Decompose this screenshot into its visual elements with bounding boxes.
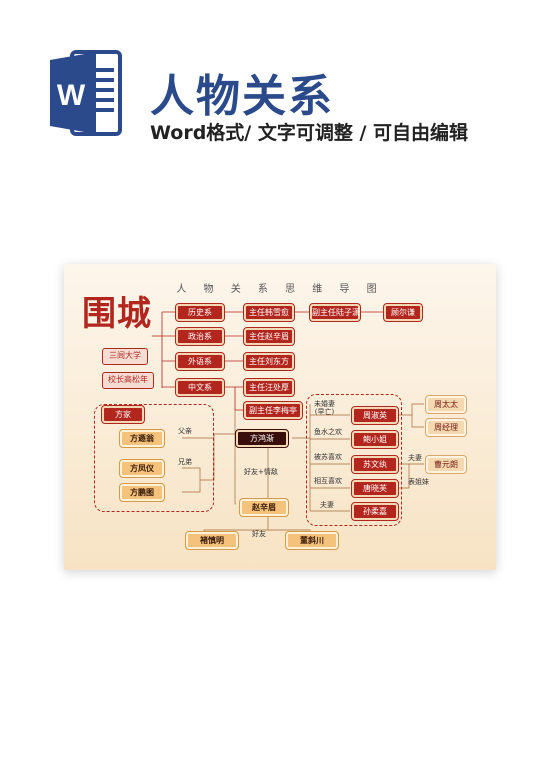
family-label: 方家 <box>101 405 145 424</box>
brush-title: 围城 <box>82 294 152 334</box>
relations-group <box>306 394 402 526</box>
woman-su: 苏文纨 <box>351 455 399 474</box>
dept-politics: 政治系 <box>175 327 225 346</box>
inlaw-zhou-manager: 周经理 <box>425 418 467 437</box>
school-node: 三闾大学 <box>102 348 148 365</box>
page-subtitle: Word格式/ 文字可调整 / 可自由编辑 <box>150 122 469 144</box>
center-link-label: 好友+情敌 <box>244 468 278 476</box>
head-wang: 主任汪处厚 <box>243 378 295 397</box>
head-liu: 主任刘东方 <box>243 352 295 371</box>
friend-link-label: 好友 <box>252 530 266 538</box>
dept-foreign-lang: 外语系 <box>175 352 225 371</box>
family-member-brother2: 方鹏图 <box>119 483 165 502</box>
woman-tang: 唐晓芙 <box>351 479 399 498</box>
woman-bao: 鲍小姐 <box>351 430 399 449</box>
rel-label-mutual: 相互喜欢 <box>314 477 342 485</box>
brother-label: 兄弟 <box>178 458 192 466</box>
center-node: 方鸿渐 <box>235 429 289 448</box>
su-husband: 曹元朗 <box>425 455 467 474</box>
friend-chu: 褚慎明 <box>185 531 239 550</box>
connector-lines <box>152 311 424 540</box>
rel-label-spouse: 夫妻 <box>320 501 334 509</box>
word-logo-letter: W <box>57 79 86 112</box>
family-member-father: 方遯翁 <box>119 429 165 448</box>
father-label: 父亲 <box>178 427 192 435</box>
friend-gu: 顾尔谦 <box>383 303 423 322</box>
vice-head-lu: 副主任陆子潇 <box>309 303 361 322</box>
family-group <box>94 404 214 512</box>
vice-head-li: 副主任李梅亭 <box>243 401 303 420</box>
rel-label-liked-by-su: 被苏喜欢 <box>314 453 342 461</box>
head-han: 主任韩雪愈 <box>243 303 295 322</box>
cousin-label: 表姐妹 <box>408 478 429 486</box>
page-title: 人物关系 <box>150 71 334 122</box>
word-logo-icon: W <box>50 50 122 136</box>
dept-history: 历史系 <box>175 303 225 322</box>
rel-label-affair: 鱼水之欢 <box>314 428 342 436</box>
friend-zhao: 赵辛眉 <box>239 498 289 517</box>
mindmap-title: 人 物 关 系 思 维 导 图 <box>176 284 384 295</box>
woman-sun: 孙柔嘉 <box>351 502 399 521</box>
mindmap-card: 人 物 关 系 思 维 导 图 围城 <box>64 264 496 570</box>
president-node: 校长高松年 <box>102 372 154 389</box>
inlaw-zhou-mrs: 周太太 <box>425 395 467 414</box>
head-zhao: 主任赵辛眉 <box>243 327 295 346</box>
friend-dong: 董斜川 <box>285 531 339 550</box>
su-husband-label: 夫妻 <box>408 454 422 462</box>
dept-chinese: 中文系 <box>175 378 225 397</box>
family-member-brother1: 方凤仪 <box>119 459 165 478</box>
woman-zhou: 周淑英 <box>351 406 399 425</box>
rel-label-fiancee: 未婚妻 (早亡) <box>314 400 335 416</box>
